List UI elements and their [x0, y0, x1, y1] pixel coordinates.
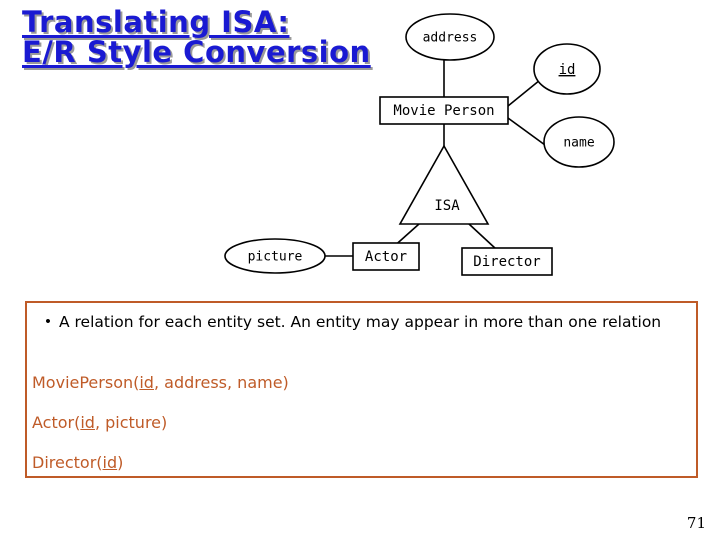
- relation-director: Director(id): [32, 453, 123, 472]
- entity-director[interactable]: [461, 247, 553, 276]
- relation-movieperson-key: id: [139, 373, 154, 392]
- title-line-1: Translating ISA:: [22, 5, 290, 39]
- edge-movieperson-id: [507, 79, 541, 107]
- er-diagram: address id name Movie Person ISA picture…: [224, 13, 615, 276]
- page-title: Translating ISA: E/R Style Conversion: [22, 5, 442, 69]
- edge-movieperson-name: [507, 117, 546, 146]
- page-number: 71: [686, 514, 706, 532]
- relation-director-name: Director(: [32, 453, 103, 472]
- content-box: • A relation for each entity set. An ent…: [25, 301, 698, 478]
- bullet-marker-icon: •: [45, 313, 51, 330]
- entity-director-label: Director: [473, 254, 540, 270]
- relation-movieperson: MoviePerson(id, address, name): [32, 373, 289, 392]
- attribute-id[interactable]: [533, 43, 601, 95]
- relation-movieperson-rest: , address, name): [153, 373, 289, 392]
- relation-actor-rest: , picture): [94, 413, 168, 432]
- attribute-name-label: name: [563, 136, 594, 151]
- attribute-address-label: address: [423, 31, 478, 46]
- relationship-isa[interactable]: [398, 144, 490, 225]
- relation-actor-name: Actor(: [32, 413, 81, 432]
- entity-movie-person[interactable]: [379, 96, 509, 125]
- attribute-name[interactable]: [543, 116, 615, 168]
- bullet-item: • A relation for each entity set. An ent…: [37, 309, 687, 335]
- relation-actor: Actor(id, picture): [32, 413, 167, 432]
- relationship-isa-label: ISA: [434, 198, 460, 214]
- attribute-id-label: id: [559, 62, 576, 78]
- attribute-picture[interactable]: [224, 238, 326, 274]
- attribute-picture-label: picture: [248, 250, 303, 265]
- title-line-2: E/R Style Conversion: [22, 34, 371, 69]
- relation-director-key: id: [102, 453, 118, 472]
- entity-movie-person-label: Movie Person: [393, 103, 494, 119]
- attribute-address[interactable]: [405, 13, 495, 61]
- relation-director-rest: ): [117, 453, 124, 472]
- relation-actor-key: id: [80, 413, 95, 432]
- entity-actor-label: Actor: [365, 249, 407, 265]
- bullet-text: A relation for each entity set. An entit…: [59, 313, 662, 331]
- edge-isa-director: [468, 223, 497, 250]
- entity-actor[interactable]: [352, 242, 420, 271]
- relation-movieperson-name: MoviePerson(: [32, 373, 140, 392]
